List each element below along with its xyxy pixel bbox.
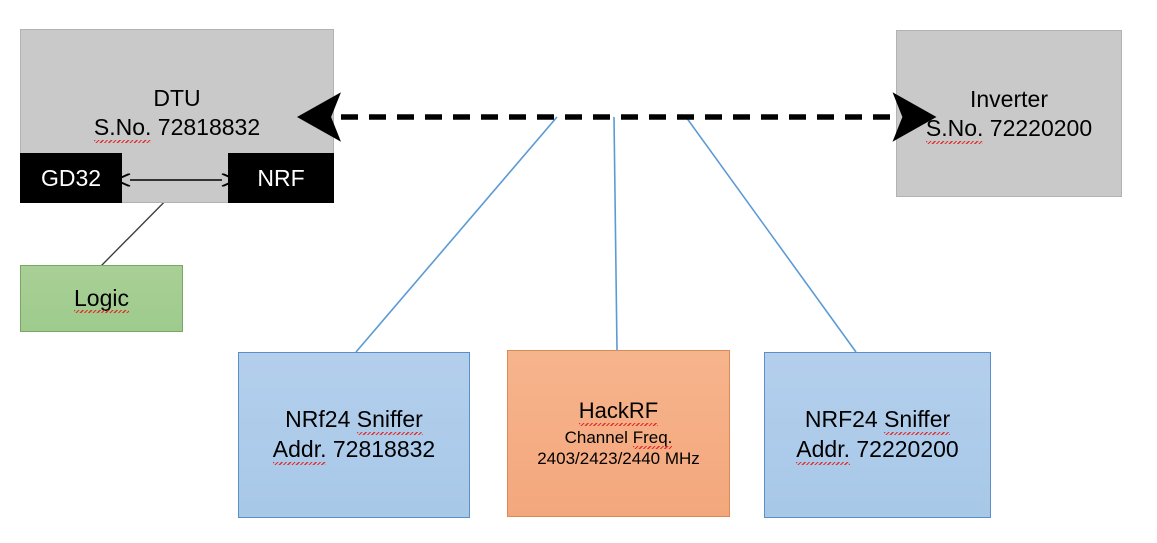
sniffer-left-line1: NRf24 Sniffer <box>285 406 423 435</box>
hackrf-title: HackRF <box>578 398 659 426</box>
sniffer-left-line1-a: NRf24 <box>285 406 357 433</box>
inverter-serial: S.No. 72220200 <box>925 114 1093 144</box>
hackrf-channel-label: Channel Freq. <box>564 427 673 449</box>
hackrf-freq-word: Freq. <box>632 427 673 449</box>
inverter-label: Inverter <box>970 86 1048 112</box>
sniffer-left-line2: Addr. 72818832 <box>272 436 436 465</box>
dtu-serial-value: 72818832 <box>151 113 261 140</box>
dtu-device-box[interactable]: DTU S.No. 72818832 <box>20 29 334 203</box>
sniffer-right-line2: Addr. 72220200 <box>796 436 959 465</box>
hackrf-frequencies: 2403/2423/2440 MHz <box>537 448 700 468</box>
sniffer-right-line1-b: Sniffer <box>884 406 951 435</box>
inverter-device-box[interactable]: Inverter S.No. 72220200 <box>896 30 1122 197</box>
hackrf-channel-word: Channel <box>564 427 633 447</box>
logic-analyzer-box[interactable]: Logic <box>20 265 183 332</box>
sniffer-left-addr-value: 72818832 <box>326 436 436 462</box>
logic-label: Logic <box>74 284 129 314</box>
dtu-serial-prefix: S.No. <box>93 113 152 143</box>
sniffer-right-addr-value: 72220200 <box>849 436 959 462</box>
sniffer-left-addr-prefix: Addr. <box>272 436 327 465</box>
gd32-chip-box[interactable]: GD32 <box>20 153 122 203</box>
sniffer-left-tap <box>355 116 558 353</box>
inverter-serial-prefix: S.No. <box>925 114 984 144</box>
sniffer-right-tap <box>685 116 857 353</box>
sniffer-left-box[interactable]: NRf24 Sniffer Addr. 72818832 <box>238 352 470 518</box>
dtu-label: DTU <box>153 85 201 111</box>
inverter-serial-value: 72220200 <box>983 114 1093 141</box>
sniffer-right-addr-prefix: Addr. <box>796 436 850 465</box>
sniffer-right-line1-a: NRF24 <box>804 406 885 433</box>
gd32-label: GD32 <box>40 164 102 191</box>
hackrf-tap <box>613 116 618 351</box>
sniffer-left-line1-b: Sniffer <box>356 406 423 435</box>
sniffer-right-box[interactable]: NRF24 Sniffer Addr. 72220200 <box>764 352 991 518</box>
hackrf-title-text: HackRF <box>578 398 659 426</box>
dtu-serial: S.No. 72818832 <box>93 113 261 143</box>
nrf-label: NRF <box>257 164 305 191</box>
sniffer-right-line1: NRF24 Sniffer <box>804 406 951 435</box>
hackrf-box[interactable]: HackRF Channel Freq. 2403/2423/2440 MHz <box>507 350 730 517</box>
nrf-chip-box[interactable]: NRF <box>228 153 334 203</box>
